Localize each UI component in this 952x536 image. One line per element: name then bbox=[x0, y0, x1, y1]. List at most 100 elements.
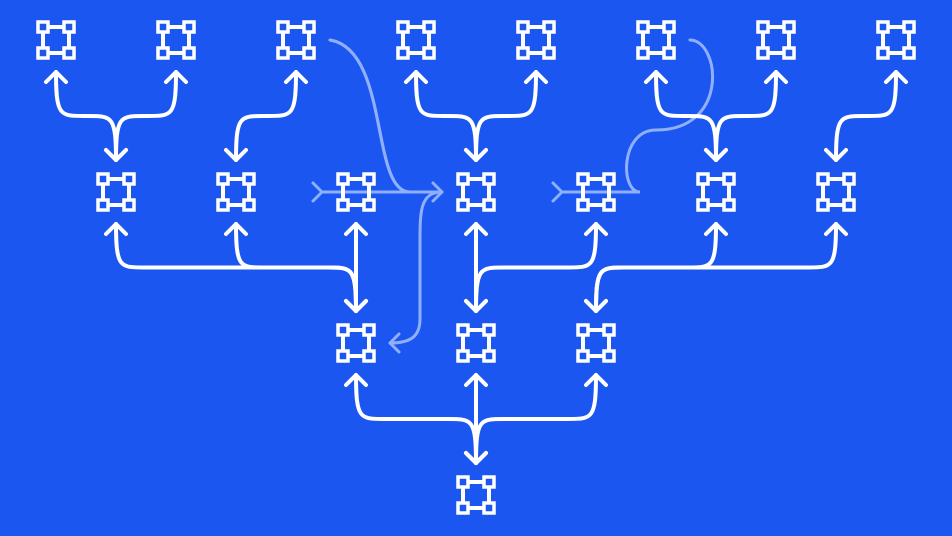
corner-handle bbox=[576, 323, 590, 337]
corner-handle bbox=[302, 20, 316, 34]
nodes bbox=[36, 20, 916, 515]
corner-handle bbox=[876, 20, 890, 34]
edge-r0n1-r1n0 bbox=[104, 70, 188, 162]
arrowhead-up bbox=[584, 222, 608, 236]
bounding-box-icon bbox=[396, 20, 436, 60]
corner-handle bbox=[662, 20, 676, 34]
corner-handle bbox=[216, 198, 230, 212]
corner-handle bbox=[456, 475, 470, 489]
bounding-box-icon bbox=[96, 172, 136, 212]
edge-r2n2-r3n0 bbox=[464, 373, 608, 465]
corner-handle bbox=[722, 172, 736, 186]
corner-handle bbox=[182, 20, 196, 34]
arrowhead-down bbox=[464, 299, 488, 313]
box-outline bbox=[281, 25, 311, 55]
edge-line bbox=[234, 70, 298, 162]
arrowhead-down bbox=[464, 148, 488, 162]
corner-handle bbox=[482, 198, 496, 212]
corner-handle bbox=[902, 20, 916, 34]
bounding-box-icon bbox=[456, 323, 496, 363]
corner-handle bbox=[242, 198, 256, 212]
corner-handle bbox=[336, 349, 350, 363]
corner-handle bbox=[362, 349, 376, 363]
arrowhead-side bbox=[388, 332, 401, 354]
corner-handle bbox=[782, 46, 796, 60]
corner-handle bbox=[662, 46, 676, 60]
corner-handle bbox=[602, 323, 616, 337]
box-outline bbox=[521, 25, 551, 55]
solid-edges bbox=[44, 70, 908, 465]
arrowhead-up bbox=[644, 70, 668, 84]
bounding-box-icon bbox=[816, 172, 856, 212]
corner-handle bbox=[182, 46, 196, 60]
edge-r1n3-r2n0 bbox=[388, 190, 444, 354]
edge-r1n6-r2n2 bbox=[584, 222, 848, 313]
arrowhead-side bbox=[311, 181, 324, 203]
bounding-box-icon bbox=[456, 475, 496, 515]
corner-handle bbox=[696, 172, 710, 186]
corner-handle bbox=[756, 20, 770, 34]
arrowhead-up bbox=[224, 222, 248, 236]
corner-handle bbox=[482, 172, 496, 186]
arrowhead-up bbox=[704, 222, 728, 236]
bounding-box-icon bbox=[336, 172, 376, 212]
arrowhead-up bbox=[524, 70, 548, 84]
box-outline bbox=[341, 328, 371, 358]
corner-handle bbox=[816, 172, 830, 186]
arrowhead-down bbox=[464, 451, 488, 465]
corner-handle bbox=[482, 501, 496, 515]
corner-handle bbox=[362, 172, 376, 186]
arrowhead-down bbox=[224, 148, 248, 162]
edge-line bbox=[114, 70, 178, 162]
corner-handle bbox=[602, 198, 616, 212]
corner-handle bbox=[276, 46, 290, 60]
edge-line bbox=[654, 70, 718, 162]
box-outline bbox=[881, 25, 911, 55]
edge-r0n6-r1n5 bbox=[704, 70, 788, 162]
arrowhead-up bbox=[44, 70, 68, 84]
box-outline bbox=[101, 177, 131, 207]
corner-handle bbox=[902, 46, 916, 60]
corner-handle bbox=[362, 323, 376, 337]
corner-handle bbox=[96, 198, 110, 212]
arrowhead-up bbox=[464, 222, 488, 236]
corner-handle bbox=[336, 323, 350, 337]
box-outline bbox=[461, 177, 491, 207]
arrowhead-up bbox=[104, 222, 128, 236]
bounding-box-icon bbox=[576, 172, 616, 212]
corner-handle bbox=[156, 20, 170, 34]
edge-line bbox=[474, 373, 598, 465]
arrowhead-up bbox=[584, 373, 608, 387]
corner-handle bbox=[636, 20, 650, 34]
edge-r0n5-r1n4 bbox=[551, 38, 715, 203]
box-outline bbox=[761, 25, 791, 55]
corner-handle bbox=[36, 46, 50, 60]
edge-line bbox=[594, 222, 838, 313]
corner-handle bbox=[456, 198, 470, 212]
arrowhead-down bbox=[704, 148, 728, 162]
corner-handle bbox=[242, 172, 256, 186]
corner-handle bbox=[62, 46, 76, 60]
edge-line bbox=[414, 70, 478, 162]
arrowhead-up bbox=[824, 222, 848, 236]
edge-line bbox=[474, 70, 538, 162]
corner-handle bbox=[456, 172, 470, 186]
arrowhead-up bbox=[884, 70, 908, 84]
edge-r0n7-r1n6 bbox=[824, 70, 908, 162]
corner-handle bbox=[482, 349, 496, 363]
corner-handle bbox=[456, 323, 470, 337]
corner-handle bbox=[842, 172, 856, 186]
corner-handle bbox=[516, 20, 530, 34]
arrowhead-down bbox=[824, 148, 848, 162]
corner-handle bbox=[602, 172, 616, 186]
box-outline bbox=[401, 25, 431, 55]
corner-handle bbox=[456, 349, 470, 363]
arrowhead-up bbox=[164, 70, 188, 84]
corner-handle bbox=[216, 172, 230, 186]
faded-edges bbox=[311, 38, 715, 354]
edge-line bbox=[328, 38, 444, 194]
arrowhead-side bbox=[551, 181, 564, 203]
bounding-box-icon bbox=[756, 20, 796, 60]
edge-line bbox=[388, 190, 444, 345]
bounding-box-icon bbox=[636, 20, 676, 60]
